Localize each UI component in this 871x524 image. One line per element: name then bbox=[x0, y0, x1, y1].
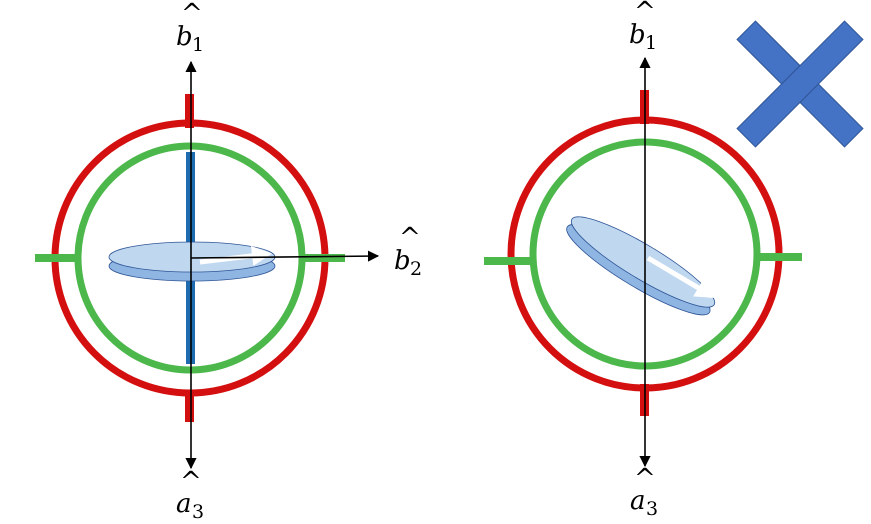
svg-text:3: 3 bbox=[646, 498, 658, 520]
svg-text:a: a bbox=[630, 486, 646, 516]
svg-text:^: ^ bbox=[181, 0, 203, 29]
label-b1-left: ^ b 1 bbox=[176, 0, 204, 56]
b2-axis-arrow bbox=[190, 250, 380, 262]
inner-gimbal-left-pin bbox=[484, 257, 530, 265]
cross-icon bbox=[736, 20, 864, 148]
tilted-rotor bbox=[566, 216, 716, 316]
inner-gimbal-left-pin bbox=[35, 254, 75, 262]
inner-gimbal-right-pin bbox=[305, 254, 345, 262]
rotor-disc-top bbox=[570, 216, 716, 308]
svg-text:^: ^ bbox=[399, 223, 421, 253]
svg-text:b: b bbox=[394, 246, 411, 276]
svg-text:^: ^ bbox=[180, 467, 202, 497]
svg-text:b: b bbox=[629, 20, 646, 50]
svg-text:2: 2 bbox=[410, 258, 422, 280]
label-b1-right: ^ b 1 bbox=[629, 0, 657, 54]
right-gyroscope: ^ b 1 ^ a 3 bbox=[484, 0, 864, 520]
svg-text:3: 3 bbox=[192, 501, 204, 523]
svg-text:b: b bbox=[176, 22, 193, 52]
label-a3-left: ^ a 3 bbox=[176, 467, 204, 523]
svg-text:^: ^ bbox=[634, 0, 656, 27]
left-gyroscope: ^ b 1 ^ b 2 ^ a 3 bbox=[35, 0, 422, 523]
svg-text:1: 1 bbox=[645, 32, 657, 54]
label-a3-right: ^ a 3 bbox=[630, 464, 658, 520]
svg-text:1: 1 bbox=[192, 34, 204, 56]
inner-gimbal-right-pin bbox=[760, 253, 802, 261]
spin-arrow bbox=[646, 255, 716, 299]
svg-text:^: ^ bbox=[634, 464, 656, 494]
svg-text:a: a bbox=[176, 489, 192, 519]
outer-gimbal-top-pin bbox=[185, 94, 194, 128]
label-b2-left: ^ b 2 bbox=[394, 223, 422, 280]
inner-gimbal-ring bbox=[74, 142, 306, 374]
outer-gimbal-bottom-pin bbox=[185, 390, 194, 422]
